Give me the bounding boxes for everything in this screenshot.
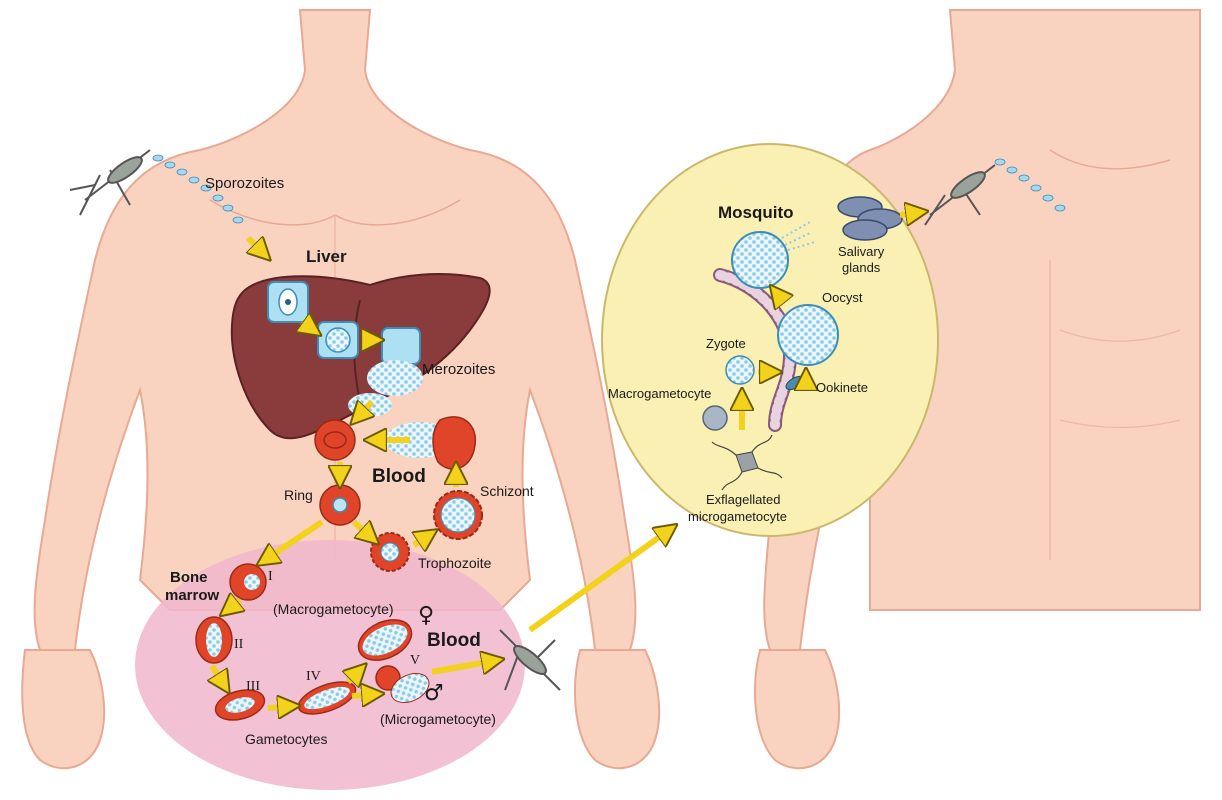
oocyst-cell — [777, 304, 839, 366]
label-salivary: Salivary — [838, 244, 885, 259]
symbol-female: ♀ — [418, 603, 434, 628]
exflagellated-microgametocyte-cell — [711, 434, 783, 491]
label-microgametocyte-paren: (Microgametocyte) — [380, 711, 496, 727]
label-exflagellated: Exflagellated — [706, 492, 780, 507]
gametocyte-stage-iii — [214, 689, 266, 721]
mosquito-stage-ellipse — [601, 143, 939, 537]
label-merozoites: Merozoites — [422, 361, 495, 378]
stage-iii: III — [246, 679, 260, 694]
oocyst-bursting — [731, 231, 789, 289]
label-microgametocyte: microgametocyte — [688, 509, 787, 524]
salivary-glands — [837, 196, 903, 241]
stage-i: I — [268, 569, 273, 584]
mosquito-bottom — [499, 629, 561, 691]
flow-arrows — [212, 212, 922, 708]
rbc-trophozoite — [370, 532, 410, 572]
stage-iv: IV — [306, 669, 321, 684]
label-marrow: marrow — [165, 587, 220, 604]
label-bone: Bone — [170, 569, 208, 586]
label-gametocytes: Gametocytes — [245, 731, 327, 747]
gametocyte-macro — [357, 619, 413, 661]
label-sporozoites: Sporozoites — [205, 175, 284, 192]
stage-v: V — [410, 653, 420, 668]
gametocyte-stage-i — [229, 563, 267, 601]
macrogametocyte-cell — [702, 405, 728, 431]
sporozoite-trail — [152, 154, 244, 224]
label-ring: Ring — [284, 487, 313, 503]
mosquito-left — [69, 149, 151, 216]
rbc-ring — [319, 484, 361, 526]
spore-burst — [781, 221, 816, 251]
gametocyte-stage-ii — [195, 616, 233, 664]
label-mosquito: Mosquito — [718, 203, 794, 222]
label-macrogametocyte-paren: (Macrogametocyte) — [273, 601, 394, 617]
zygote-cell — [725, 355, 755, 385]
label-zygote: Zygote — [706, 336, 746, 351]
label-schizont: Schizont — [480, 483, 534, 499]
hepatocyte-rupturing — [381, 327, 421, 365]
rbc-schizont — [433, 490, 483, 540]
label-blood-upper: Blood — [372, 466, 426, 487]
sporozoite-trail-right — [994, 158, 1066, 212]
label-blood-lower: Blood — [427, 630, 481, 651]
label-oocyst: Oocyst — [822, 290, 863, 305]
symbol-male: ♂ — [424, 681, 444, 706]
label-liver: Liver — [306, 247, 347, 266]
label-glands: glands — [842, 260, 881, 275]
mosquito-right — [924, 164, 996, 226]
stage-ii: II — [234, 637, 244, 652]
label-trophozoite: Trophozoite — [418, 555, 492, 571]
label-ookinete: Ookinete — [816, 380, 868, 395]
label-macrogametocyte: Macrogametocyte — [608, 386, 711, 401]
rbc-rupturing — [432, 416, 477, 470]
rbc-uninfected — [314, 419, 356, 461]
